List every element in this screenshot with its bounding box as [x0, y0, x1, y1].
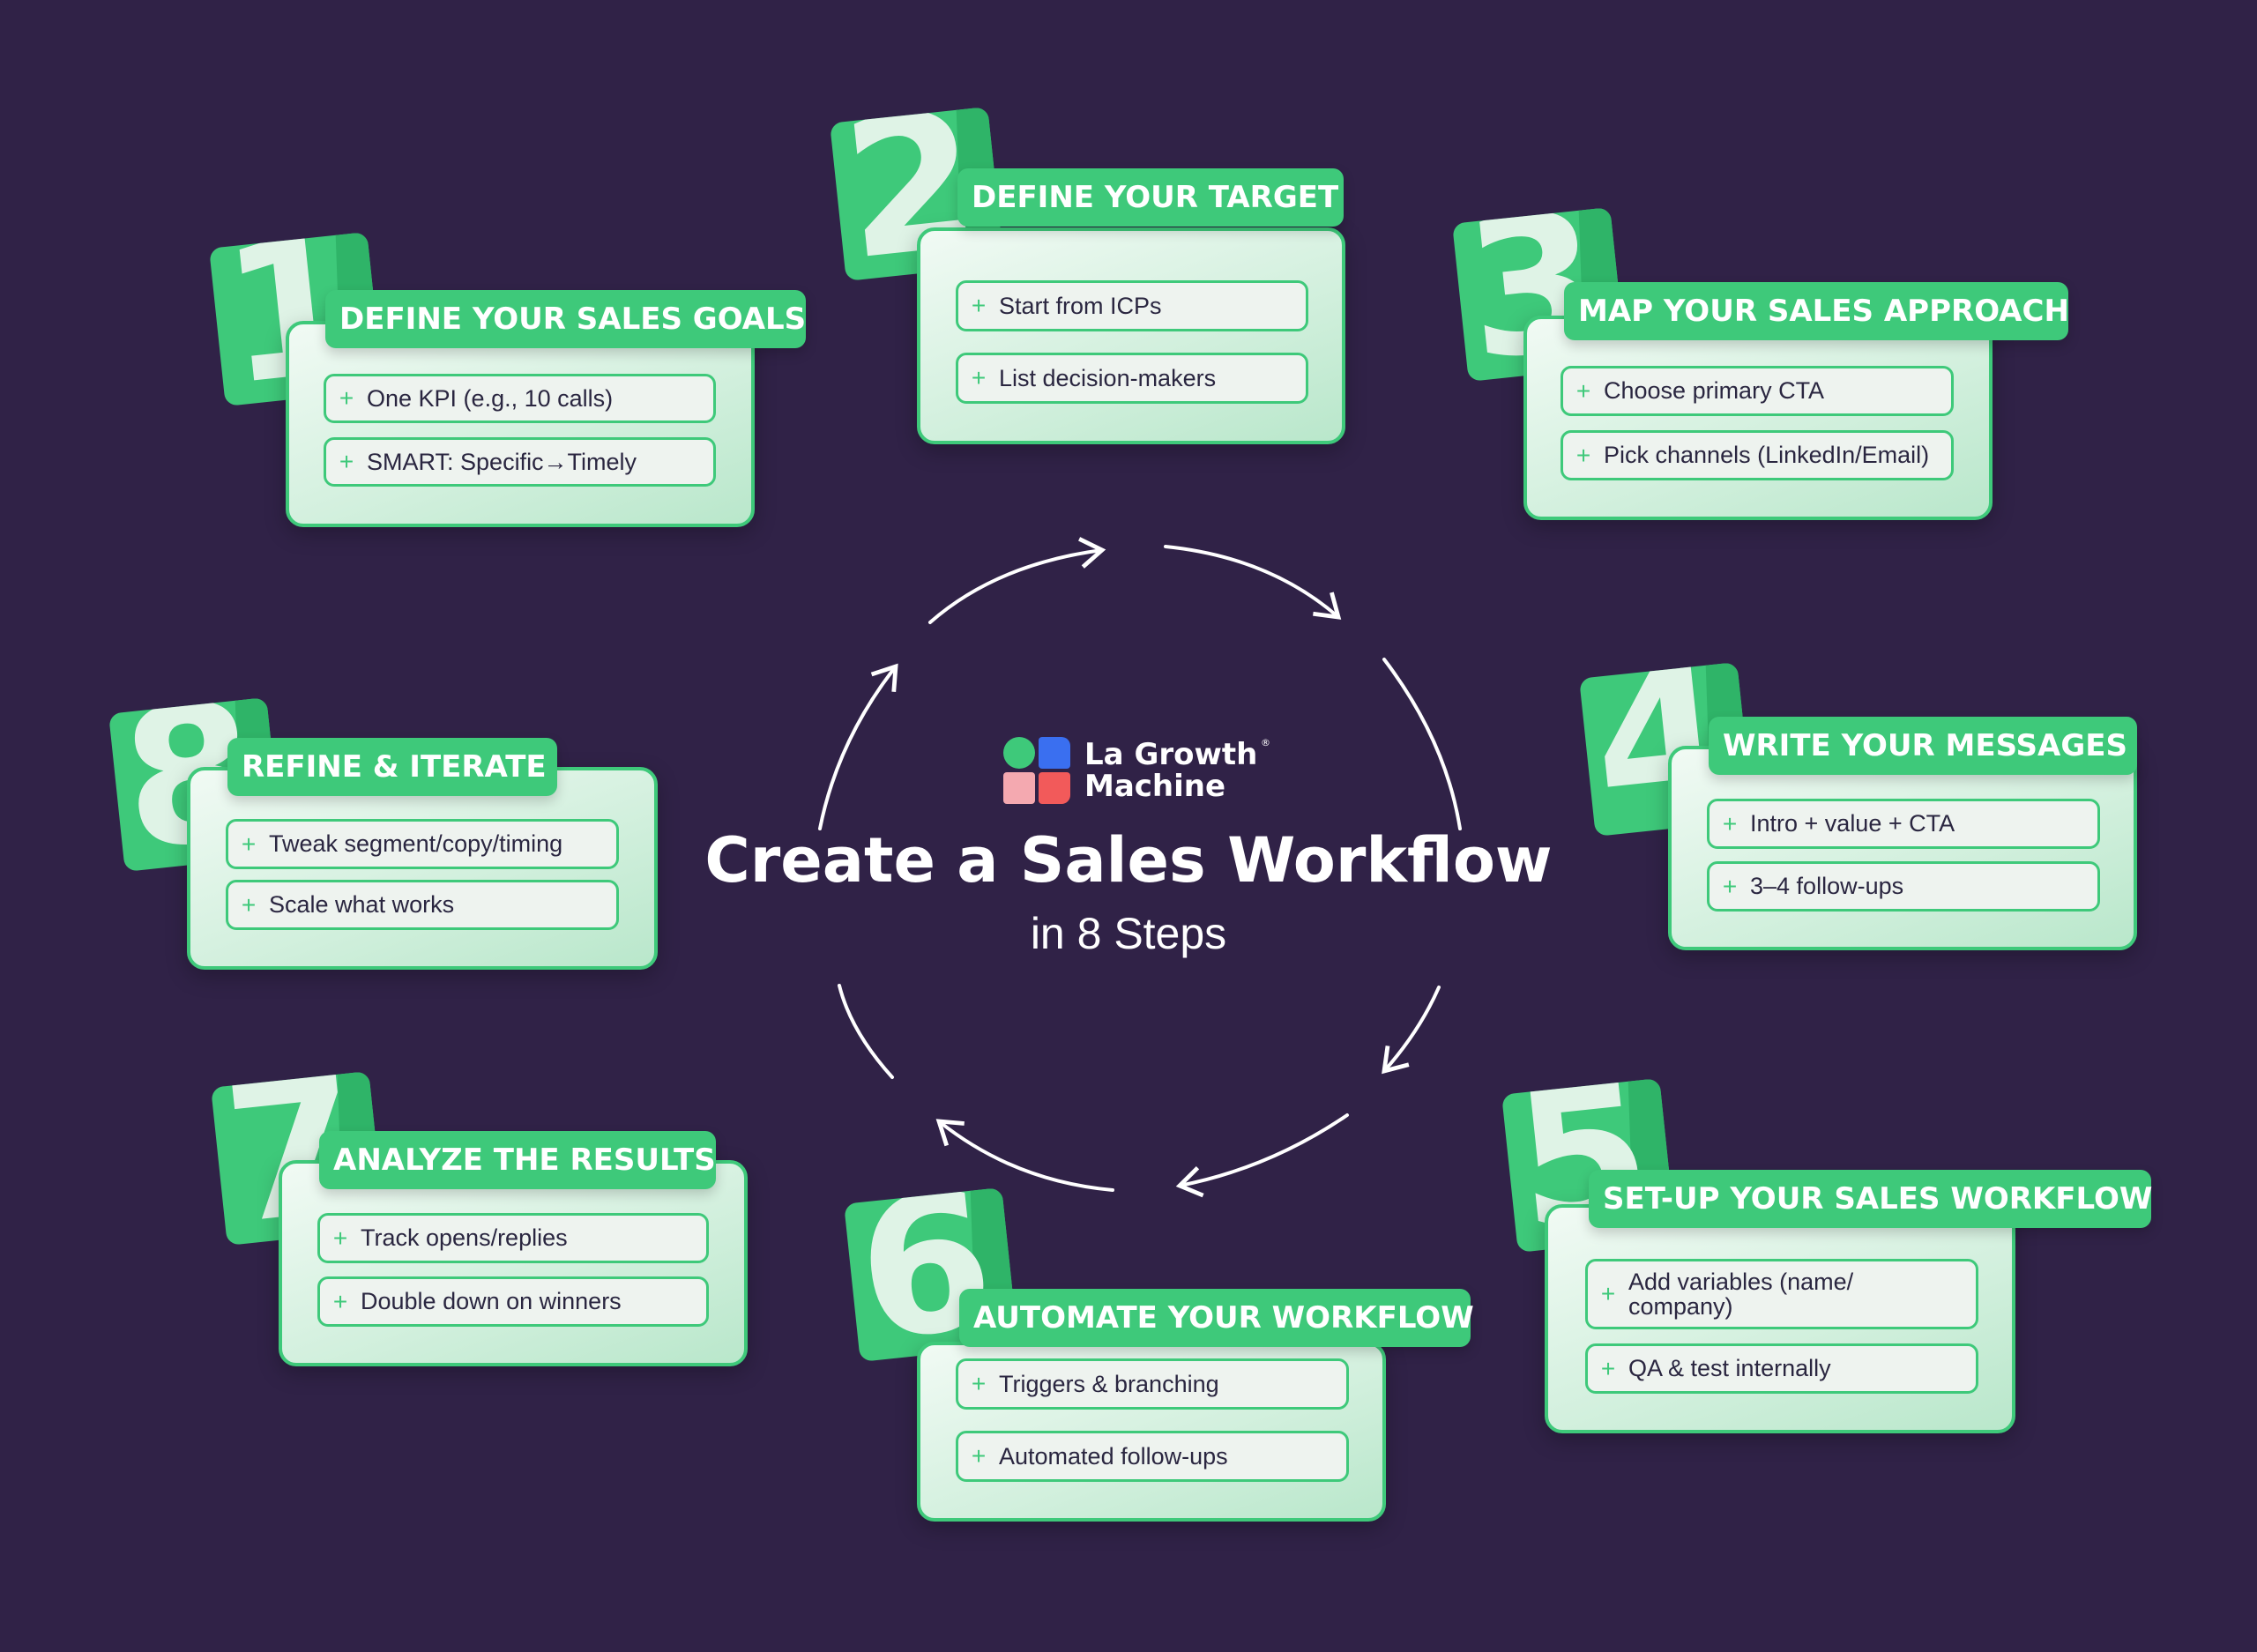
step-item: +Triggers & branching: [956, 1358, 1349, 1410]
step-card: [279, 1160, 748, 1366]
step-title: REFINE & ITERATE: [227, 738, 557, 796]
plus-icon: +: [339, 384, 354, 412]
registered-mark: ®: [1261, 737, 1270, 748]
step-title: SET-UP YOUR SALES WORKFLOW: [1589, 1170, 2152, 1228]
arrow-3-4: [1382, 658, 1462, 830]
step-item: +List decision-makers: [956, 353, 1308, 404]
step-title: DEFINE YOUR TARGET: [957, 168, 1344, 227]
step-item: +Intro + value + CTA: [1707, 799, 2100, 849]
plus-icon: +: [1722, 872, 1738, 900]
step-title: ANALYZE THE RESULTS: [319, 1131, 716, 1189]
plus-icon: +: [1575, 376, 1591, 405]
step-item: +SMART: Specific→Timely: [324, 437, 716, 487]
step-card: [917, 227, 1345, 444]
arrow-2-3: [1164, 545, 1342, 620]
arrow-6-7: [935, 1119, 1114, 1192]
plus-icon: +: [339, 448, 354, 475]
main-title: Create a Sales Workflow: [704, 824, 1553, 897]
step-item: +Tweak segment/copy/timing: [226, 819, 619, 869]
brand-line-1: La Growth: [1084, 737, 1258, 772]
step-item: +3–4 follow-ups: [1707, 861, 2100, 912]
step-item: +Track opens/replies: [317, 1213, 709, 1263]
plus-icon: +: [971, 1442, 987, 1470]
step-title: MAP YOUR SALES APPROACH: [1564, 282, 2069, 340]
step-item: +QA & test internally: [1585, 1343, 1978, 1394]
step-title: WRITE YOUR MESSAGES: [1709, 717, 2137, 775]
step-item: +Automated follow-ups: [956, 1431, 1349, 1482]
arrow-5-6: [1175, 1113, 1349, 1198]
brand-logo-icon: [1003, 737, 1076, 806]
step-item: +Pick channels (LinkedIn/Email): [1561, 430, 1954, 480]
plus-icon: +: [1600, 1280, 1616, 1307]
plus-icon: +: [1600, 1354, 1616, 1382]
step-title: AUTOMATE YOUR WORKFLOW: [959, 1289, 1474, 1347]
step-item: +One KPI (e.g., 10 calls): [324, 374, 716, 423]
plus-icon: +: [971, 364, 987, 391]
arrow-1-2: [928, 537, 1106, 624]
step-item: +Scale what works: [226, 880, 619, 930]
plus-icon: +: [332, 1224, 348, 1252]
arrow-7-8: [838, 984, 894, 1079]
arrow-4-5: [1382, 986, 1441, 1075]
step-title: DEFINE YOUR SALES GOALS: [325, 290, 806, 348]
brand-name: La Growth Machine: [1084, 739, 1257, 802]
arrow-8-1: [818, 663, 898, 830]
plus-icon: +: [971, 292, 987, 319]
step-card: [286, 321, 755, 527]
subtitle: in 8 Steps: [1030, 909, 1227, 958]
step-card: [1523, 316, 1993, 520]
plus-icon: +: [241, 830, 257, 858]
step-item: +Double down on winners: [317, 1276, 709, 1327]
brand-line-2: Machine: [1084, 769, 1226, 804]
step-item: +Add variables (name/ company): [1585, 1259, 1978, 1329]
step-item: +Start from ICPs: [956, 280, 1308, 331]
step-item: +Choose primary CTA: [1561, 366, 1954, 416]
plus-icon: +: [1575, 441, 1591, 469]
plus-icon: +: [1722, 809, 1738, 837]
plus-icon: +: [332, 1287, 348, 1315]
plus-icon: +: [971, 1370, 987, 1397]
plus-icon: +: [241, 890, 257, 919]
